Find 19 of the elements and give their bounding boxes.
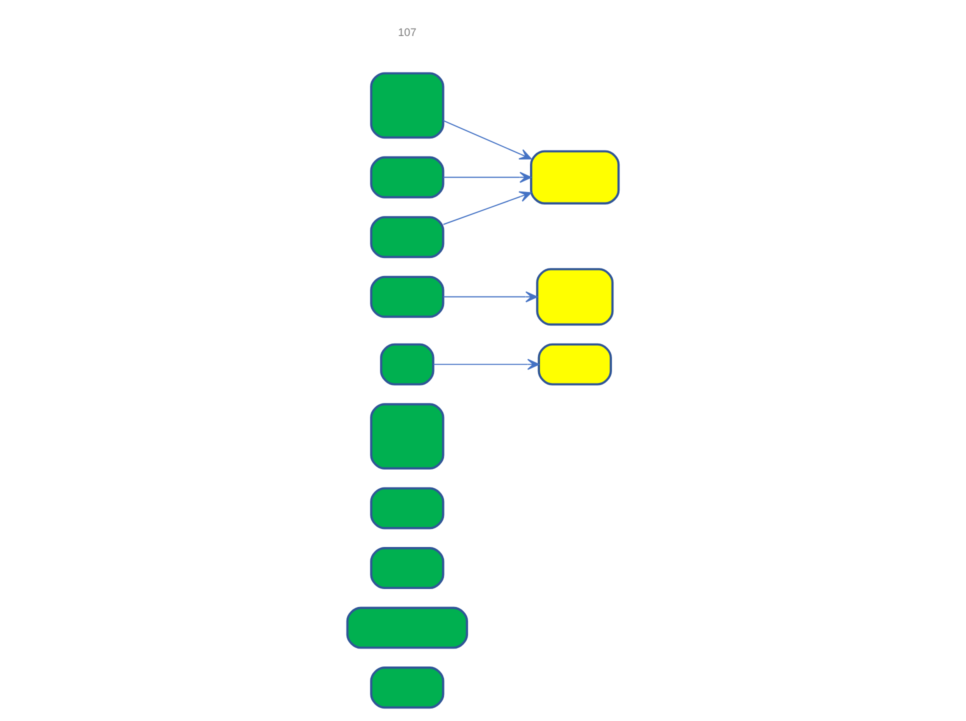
- arrow: [443, 120, 532, 160]
- node-box: [370, 276, 444, 318]
- arrow: [443, 291, 538, 302]
- node-box: [530, 150, 620, 204]
- arrow: [443, 172, 532, 183]
- node-box: [370, 216, 444, 258]
- label: 107: [398, 27, 416, 40]
- node-box: [370, 487, 444, 530]
- node-box: [370, 156, 444, 198]
- arrow: [443, 191, 532, 225]
- node-box: [370, 546, 444, 590]
- node-box: [370, 403, 444, 470]
- node-box: [538, 343, 612, 386]
- node-box: [370, 72, 444, 139]
- node-box: [346, 606, 468, 649]
- node-box: [380, 343, 434, 386]
- node-box: [536, 268, 614, 326]
- arrow: [433, 358, 540, 370]
- node-box: [370, 666, 444, 709]
